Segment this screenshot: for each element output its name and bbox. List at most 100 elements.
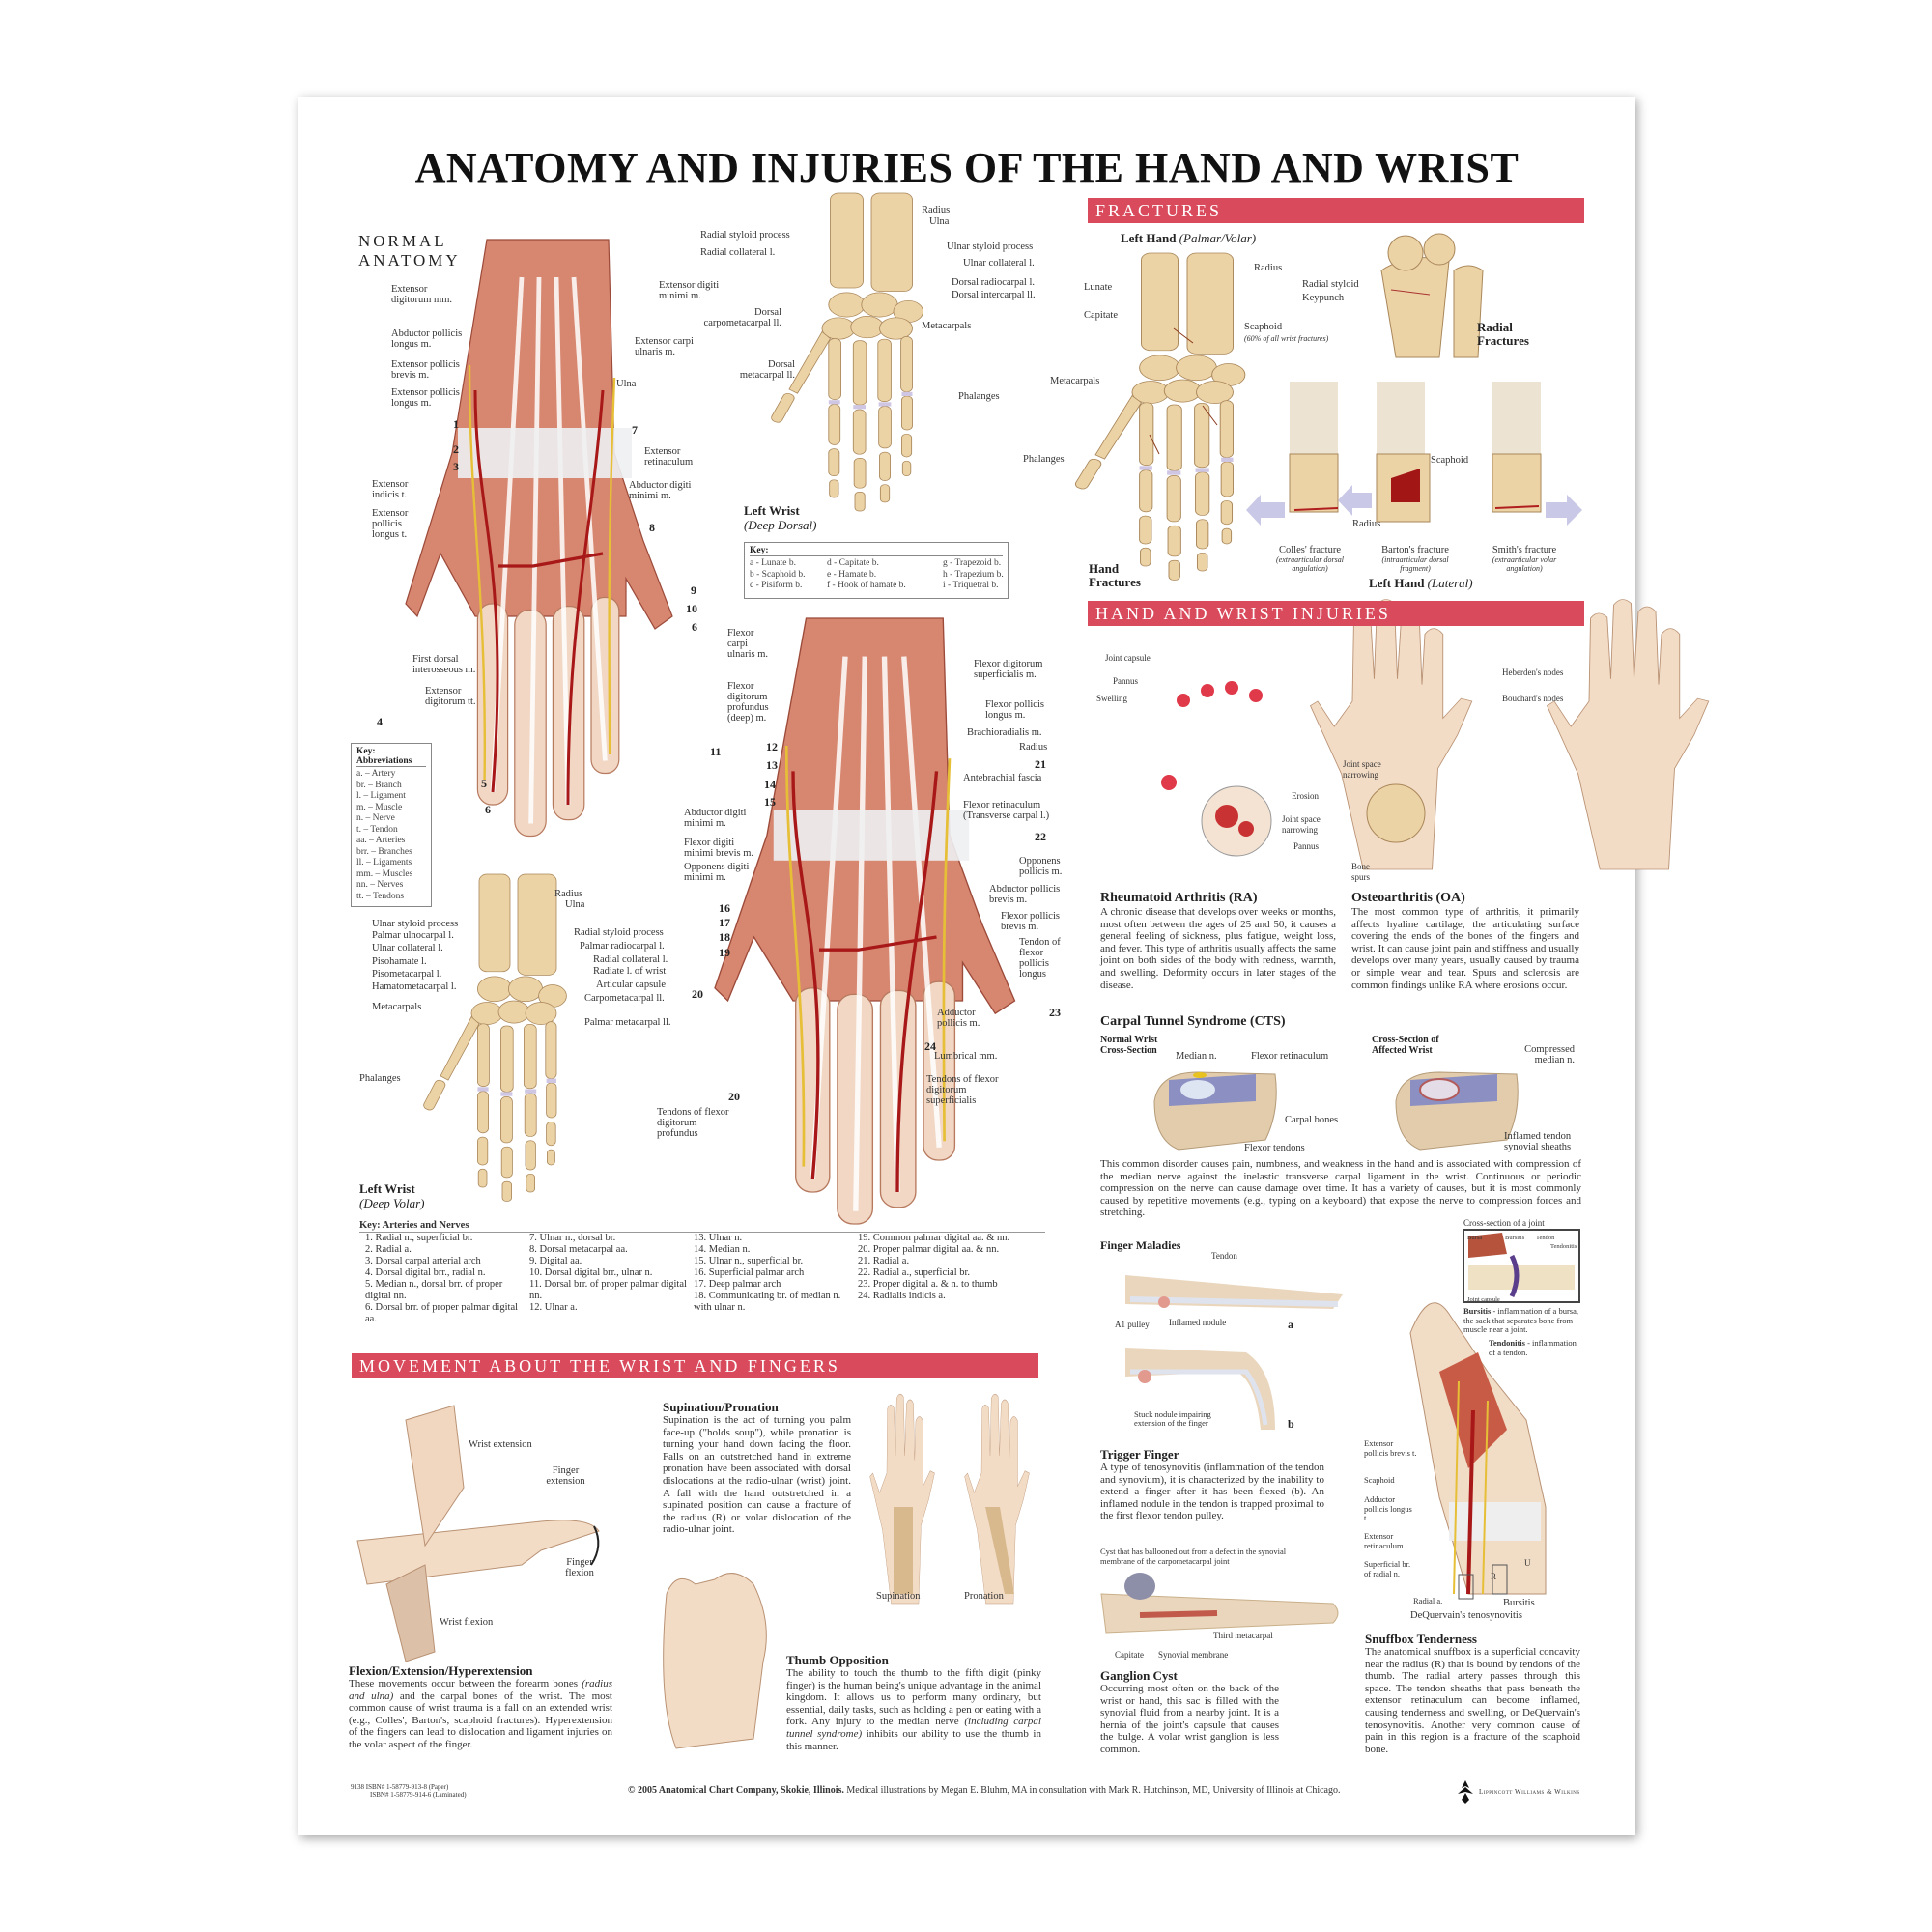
ganglion-title: Ganglion Cyst [1100, 1668, 1178, 1683]
label: Dorsal radiocarpal l. [952, 277, 1036, 288]
cts-normal-cross-section [1153, 1071, 1277, 1151]
carpal-key-grid: a - Lunate b. d - Capitate b. g - Trapez… [750, 558, 1004, 592]
label: Phalanges [958, 391, 1000, 402]
supination-text: Supination is the act of turning you pal… [663, 1414, 851, 1536]
fracture-type-name: Colles' fracture [1279, 545, 1341, 555]
key-item: m. – Muscle [356, 802, 403, 812]
label: Metacarpals [1050, 376, 1100, 386]
callout-number: 7 [632, 423, 638, 437]
label: Ulna [616, 379, 637, 389]
label: Metacarpals [922, 321, 972, 331]
label: Flexor digitorum superficialis m. [974, 659, 1043, 680]
callout-number: 2 [453, 442, 459, 456]
arteries-nerves-key: Key: Arteries and Nerves 1. Radial n., s… [359, 1220, 1045, 1325]
label: Scaphoid [1364, 1475, 1395, 1485]
label: First dorsal interosseous m. [412, 654, 476, 675]
key-item: mm. – Muscles [356, 868, 413, 879]
label: Pannus [1113, 676, 1139, 686]
callout-number: 15 [764, 795, 776, 809]
label: Phalanges [359, 1073, 401, 1084]
supination-block: Supination/Pronation Supination is the a… [663, 1401, 851, 1536]
label: Phalanges [1023, 454, 1065, 465]
snuffbox-block: Snuffbox Tenderness The anatomical snuff… [1365, 1633, 1580, 1755]
label: Flexor digiti minimi brevis m. [684, 838, 754, 859]
label: Dorsal intercarpal ll. [952, 290, 1036, 300]
label: Joint capsule [1105, 653, 1151, 663]
label: Ulnar collateral l. [963, 258, 1035, 269]
label: Tendonitis [1550, 1243, 1577, 1250]
key-item: tt. – Tendons [356, 891, 405, 901]
key-item: l. – Ligament [356, 791, 406, 801]
key-item: d - Capitate b. [827, 558, 879, 568]
fracture-type-name: Smith's fracture [1492, 545, 1557, 555]
label: Extensor digitorum tt. [425, 686, 476, 707]
key-item: 22. Radial a., superficial br. [858, 1267, 971, 1278]
dorsal-wrist-caption-sub: (Deep Dorsal) [744, 518, 817, 532]
callout-number: 12 [766, 740, 778, 753]
label: Flexor retinaculum [1251, 1051, 1329, 1062]
key-item: 1. Radial n., superficial br. [365, 1233, 473, 1243]
fracture-type-desc: (extraarticular dorsal angulation) [1276, 555, 1344, 573]
key-item: 11. Dorsal brr. of proper palmar digital… [529, 1279, 687, 1301]
poster-title: ANATOMY AND INJURIES OF THE HAND AND WRI… [414, 144, 1520, 191]
callout-number: 22 [1035, 830, 1046, 843]
fractures-section-bar: FRACTURES [1088, 198, 1584, 223]
callout-number: 19 [719, 946, 730, 959]
label: R [1491, 1572, 1497, 1581]
label: Swelling [1096, 694, 1128, 703]
fracture-hand-title-main: Left Hand [1121, 231, 1177, 245]
movement-section-bar: MOVEMENT ABOUT THE WRIST AND FINGERS [352, 1353, 1038, 1378]
label: Dorsal carpometacarpal ll. [703, 307, 781, 328]
ganglion-cyst-block: Ganglion Cyst Occurring most often on th… [1100, 1669, 1279, 1756]
fracture-lines [1149, 327, 1218, 455]
label: Adductor pollicis m. [937, 1008, 980, 1029]
callout-number: 20 [728, 1090, 740, 1103]
finger-maladies-title: Finger Maladies [1100, 1238, 1181, 1252]
key-item: 19. Common palmar digital aa. & nn. [858, 1233, 1010, 1243]
thumb-text-b: inhibits our ability to use the thumb in… [786, 1727, 1041, 1752]
smiths-fracture-illustration [1492, 382, 1582, 526]
key-item: 14. Median n. [694, 1244, 751, 1255]
label: Keypunch [1302, 293, 1345, 303]
key-column: 19. Common palmar digital aa. & nn. 20. … [858, 1233, 1051, 1325]
callout-number: 6 [485, 803, 491, 816]
bursitis-term: Bursitis [1463, 1306, 1492, 1316]
osteoarthritis-hand-illustration [1547, 599, 1710, 870]
thumb-opposition-illustration [663, 1573, 767, 1749]
thumb-text-italic: (including carpal tunnel syndrome) [786, 1716, 1041, 1740]
key-item: 8. Dorsal metacarpal aa. [529, 1244, 628, 1255]
key-item: a. – Artery [356, 769, 396, 779]
ra-text: A chronic disease that develops over wee… [1100, 906, 1336, 991]
label: Antebrachial fascia [963, 773, 1042, 783]
isbn-laminated: ISBN# 1-58779-914-6 (Laminated) [370, 1791, 467, 1799]
label: Carpal bones [1285, 1115, 1339, 1125]
colles-fracture-illustration [1246, 382, 1339, 526]
fracture-hand-title-sub: (Palmar/Volar) [1179, 231, 1257, 245]
bartons-fracture-illustration [1338, 382, 1431, 523]
callout-number: 16 [719, 901, 730, 915]
label: Stuck nodule impairing extension of the … [1134, 1409, 1211, 1428]
callout-number: 1 [453, 417, 459, 431]
callout-number: 4 [377, 715, 383, 728]
label: Bursa [1467, 1235, 1483, 1241]
joint-box-title: Cross-section of a joint [1463, 1218, 1545, 1228]
ganglion-caption: Cyst that has ballooned out from a defec… [1100, 1547, 1287, 1566]
label: Median n. [1176, 1051, 1217, 1062]
label: Abductor digiti minimi m. [629, 480, 692, 501]
key-item: 23. Proper digital a. & n. to thumb [858, 1279, 998, 1290]
bartons-fracture-caption: Barton's fracture (intraarticular dorsal… [1377, 545, 1454, 573]
key-item: ll. – Ligaments [356, 858, 412, 867]
rheumatoid-arthritis-block: Rheumatoid Arthritis (RA) A chronic dise… [1100, 891, 1336, 991]
key-item: g - Trapezoid b. [943, 558, 1002, 568]
radial-fractures-caption: Radial Fractures [1477, 320, 1529, 348]
thumb-text-a: The ability to touch the thumb to the fi… [786, 1667, 1041, 1728]
label: Flexor carpi ulnaris m. [727, 628, 768, 660]
key-item: 9. Digital aa. [529, 1256, 582, 1266]
label: Capitate [1084, 310, 1118, 321]
label: Metacarpals [372, 1002, 422, 1012]
key-item: brr. – Branches [356, 846, 412, 857]
key-item: 20. Proper palmar digital aa. & nn. [858, 1244, 1000, 1255]
callout-number: 3 [453, 460, 459, 473]
label: Tendon [1536, 1235, 1555, 1241]
